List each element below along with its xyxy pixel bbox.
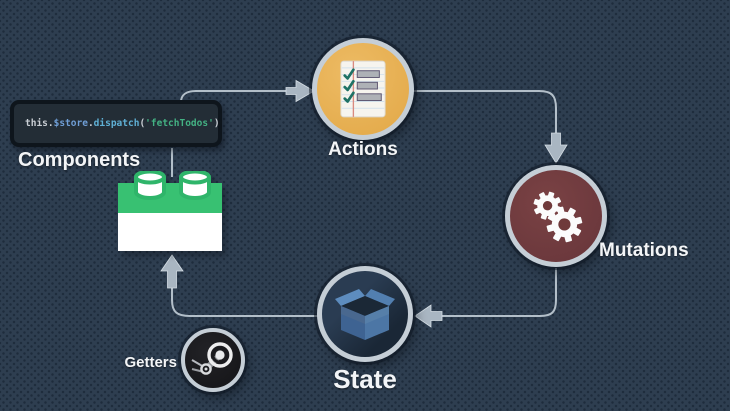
code-token: (: [139, 118, 146, 129]
gears-icon: [533, 191, 583, 243]
code-token: .: [87, 118, 94, 129]
mutations-label: Mutations: [599, 240, 689, 261]
connector-actions-to-mutations: [413, 90, 557, 135]
mutations-node: [505, 165, 607, 267]
arrowhead-to-components-icon: [160, 254, 184, 289]
arrowhead-to-actions-icon: [285, 79, 315, 103]
state-node: [317, 266, 413, 362]
code-snippet: this.$store.dispatch('fetchTodos'): [10, 100, 222, 147]
code-token-store-variable: $store: [53, 118, 88, 129]
checklist-icon: [340, 60, 386, 118]
connector-state-to-components: [171, 288, 318, 317]
connector-mutations-to-state: [442, 268, 557, 317]
components-label: Components: [18, 149, 141, 171]
open-box-icon: [335, 289, 395, 340]
code-token: ): [213, 118, 220, 129]
lego-brick-icon: [118, 171, 222, 251]
connector-components-to-actions: [180, 90, 286, 103]
getters-node: [181, 328, 245, 392]
actions-label: Actions: [328, 139, 398, 160]
code-token-dispatch-function: dispatch: [93, 118, 140, 129]
state-label: State: [333, 364, 397, 394]
code-token: this.: [25, 118, 54, 129]
actions-node: [312, 38, 414, 140]
arrowhead-to-state-icon: [414, 304, 443, 328]
steam-icon: [191, 342, 233, 375]
arrowhead-to-mutations-icon: [544, 132, 568, 164]
getters-label: Getters: [124, 354, 177, 371]
code-token-string-arg: 'fetchTodos': [145, 118, 214, 129]
